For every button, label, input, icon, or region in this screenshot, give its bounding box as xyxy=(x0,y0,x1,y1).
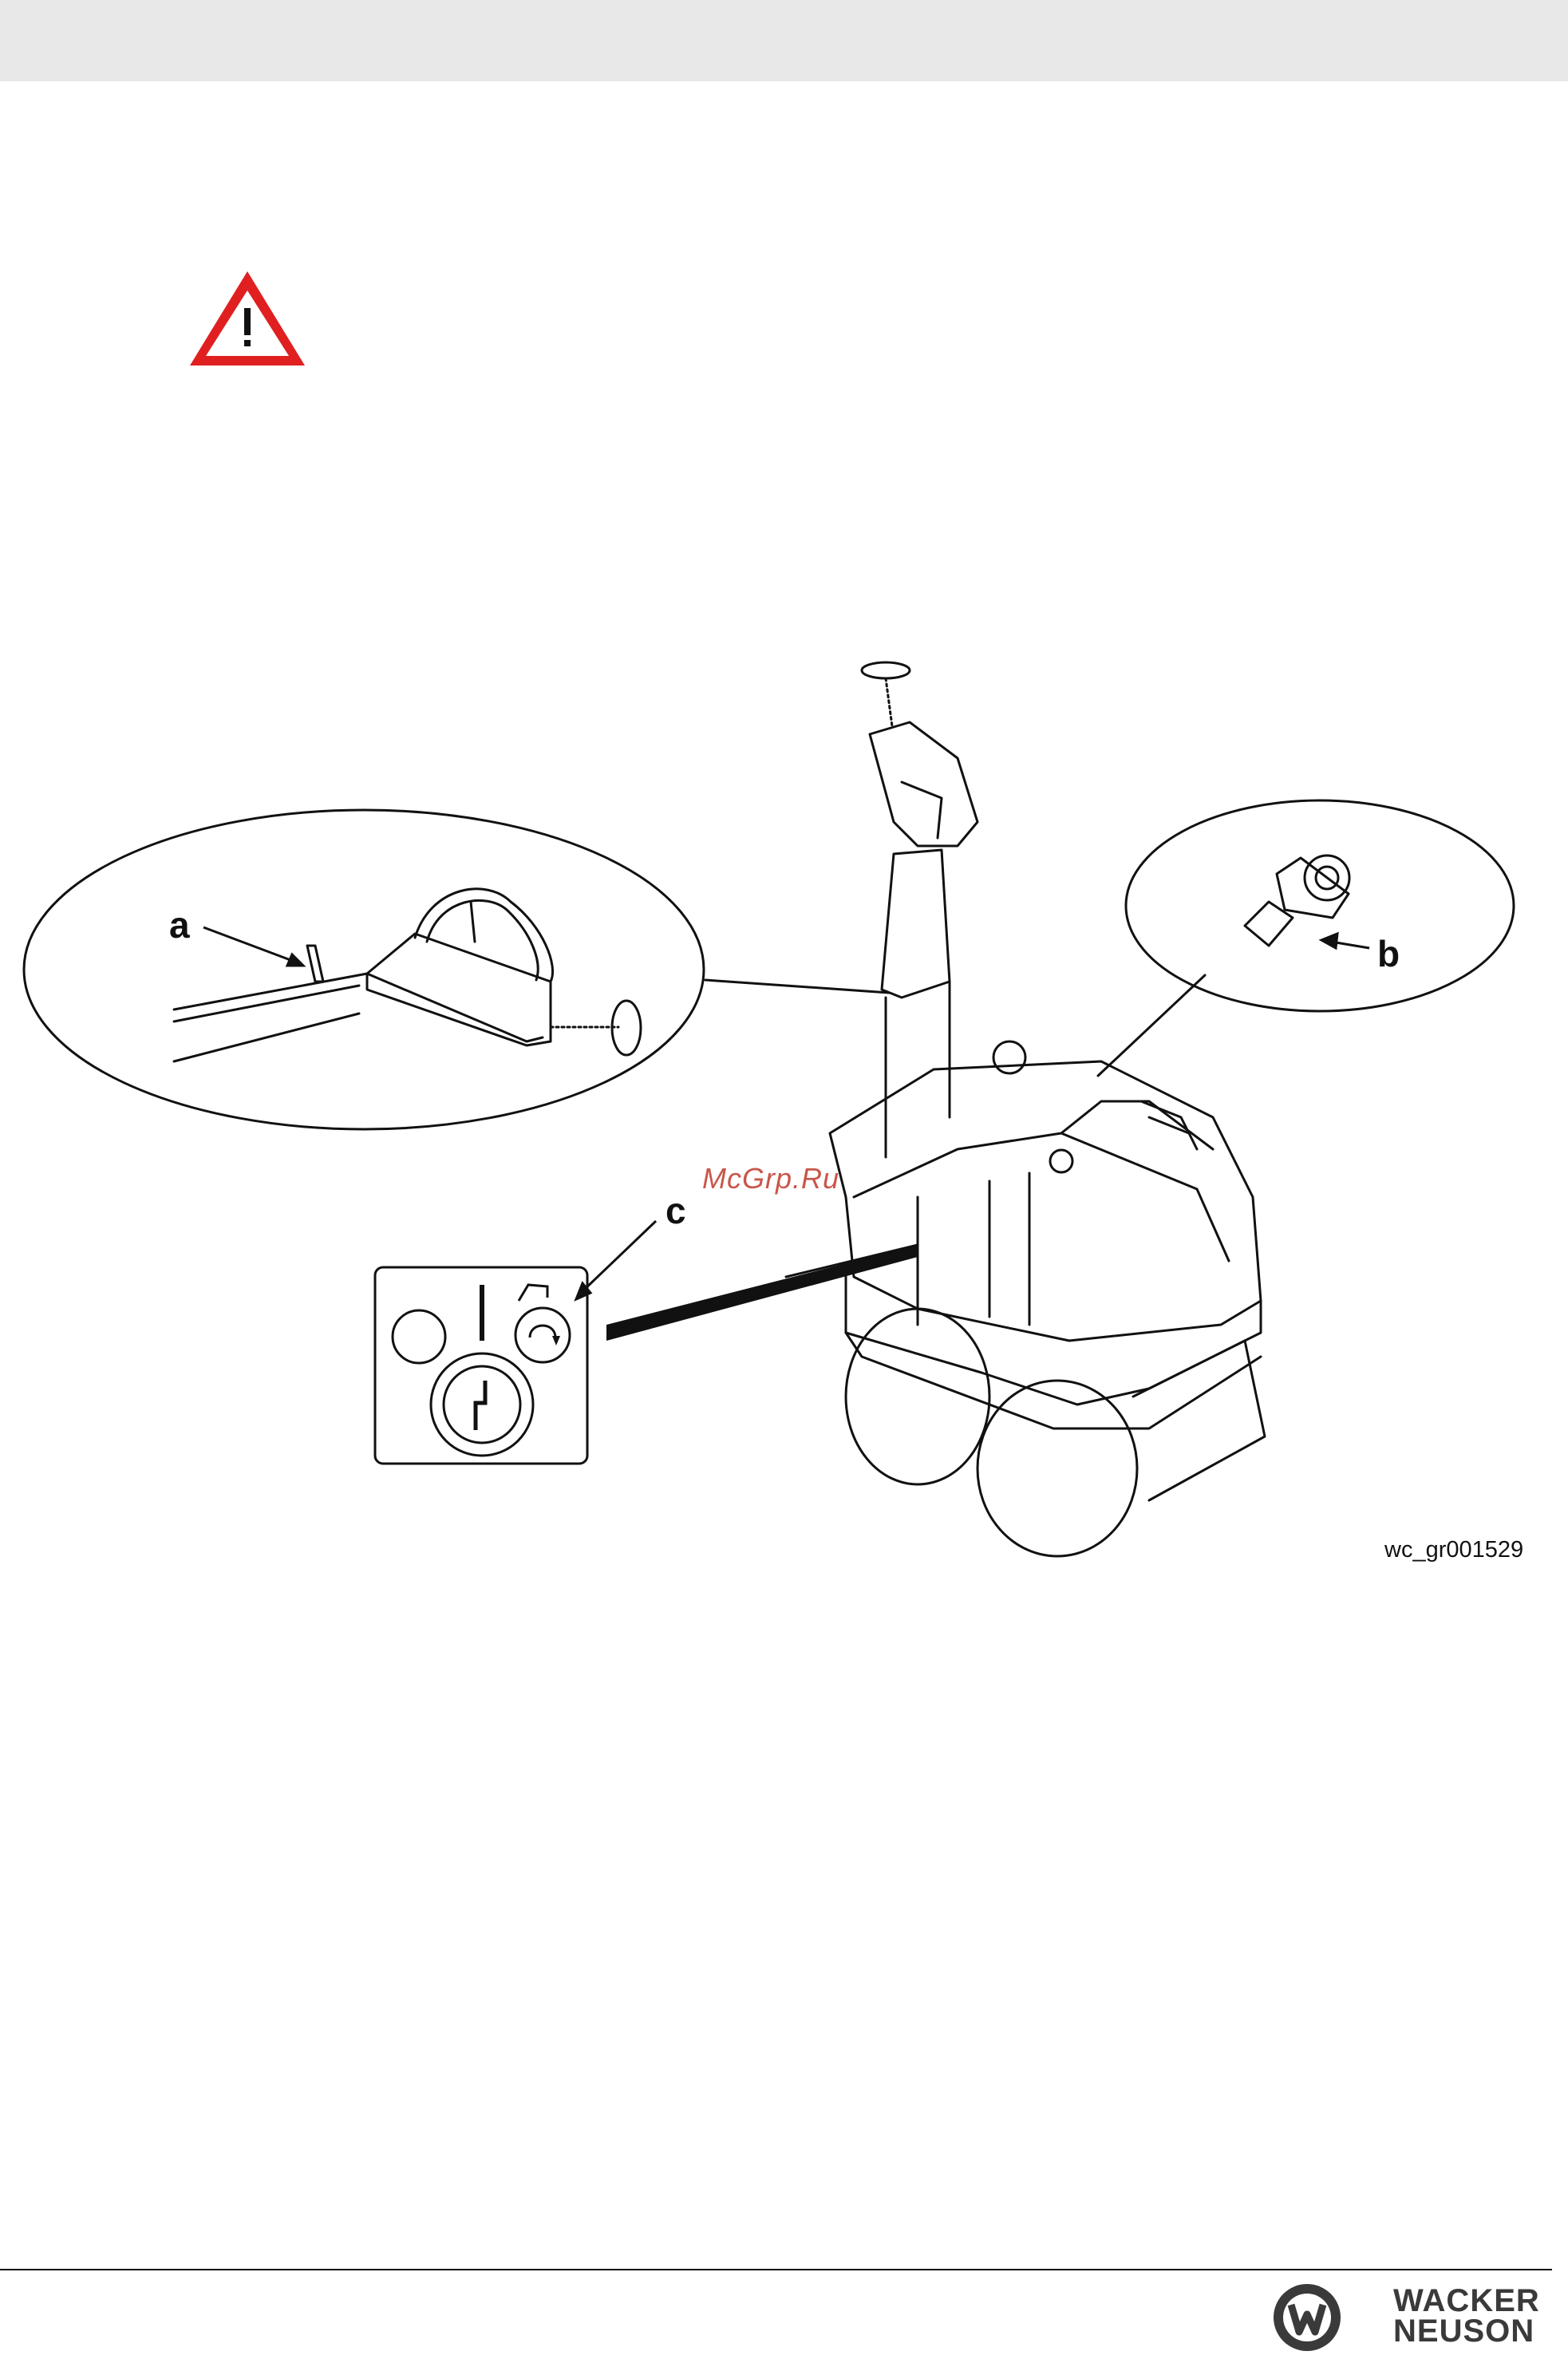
machine-illustration xyxy=(0,638,1568,1596)
callout-c: c xyxy=(666,1192,686,1229)
watermark: McGrp.Ru xyxy=(702,1162,839,1195)
brand-line-1: WACKER xyxy=(1393,2286,1540,2316)
detail-ellipse-a xyxy=(24,810,704,1129)
brand-logo: WACKER NEUSON xyxy=(1272,2281,1556,2354)
wacker-neuson-logo-icon xyxy=(1272,2281,1342,2354)
header-band xyxy=(0,0,1568,81)
figure-id: wc_gr001529 xyxy=(1384,1539,1523,1562)
brand-wordmark: WACKER NEUSON xyxy=(1393,2286,1540,2346)
start-icon xyxy=(515,1308,570,1362)
warning-triangle-icon xyxy=(185,267,310,370)
detail-ellipse-b xyxy=(1126,800,1514,1011)
footer-rule xyxy=(0,2269,1552,2270)
callout-b: b xyxy=(1377,935,1400,972)
callout-a: a xyxy=(169,907,190,943)
brand-line-2: NEUSON xyxy=(1393,2316,1540,2346)
indicator-lamp xyxy=(393,1310,445,1363)
